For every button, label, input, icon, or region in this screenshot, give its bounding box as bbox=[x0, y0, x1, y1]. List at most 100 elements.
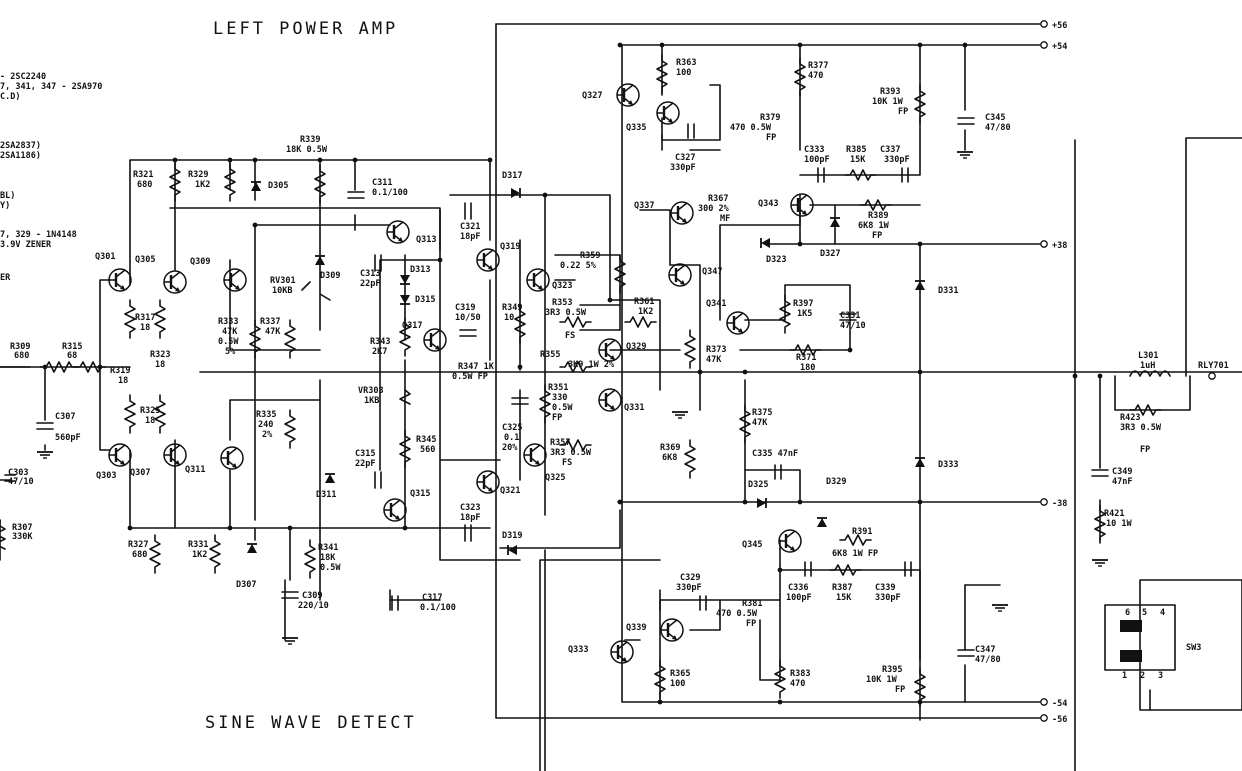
component-label: Q333 bbox=[568, 645, 588, 655]
component-label: Q317 bbox=[402, 321, 422, 331]
component-label: C319 bbox=[455, 303, 475, 313]
component-label: 100pF bbox=[804, 155, 830, 165]
component-label: R359 bbox=[580, 251, 600, 261]
component-label: 240 bbox=[258, 420, 273, 430]
component-label: D315 bbox=[415, 295, 435, 305]
title-left-power-amp: LEFT POWER AMP bbox=[213, 19, 398, 39]
note: 7, 329 - 1N4148 bbox=[0, 230, 77, 240]
component-label: C309 bbox=[302, 591, 322, 601]
component-label: R373 bbox=[706, 345, 726, 355]
title-sine-wave-detect: SINE WAVE DETECT bbox=[205, 713, 417, 733]
component-label: SW3 bbox=[1186, 643, 1201, 653]
component-label: 330pF bbox=[670, 163, 696, 173]
component-label: C315 bbox=[355, 449, 375, 459]
component-label: Q347 bbox=[702, 267, 722, 277]
component-label: R325 bbox=[140, 406, 160, 416]
note: BL) bbox=[0, 191, 15, 201]
component-label: R353 bbox=[552, 298, 572, 308]
component-label: R341 bbox=[318, 543, 338, 553]
resistors bbox=[0, 54, 1171, 707]
component-label: 1K2 bbox=[192, 550, 207, 560]
component-label: R321 bbox=[133, 170, 153, 180]
rail-label: +38 bbox=[1052, 241, 1067, 251]
component-label: FP bbox=[872, 231, 882, 241]
component-label: R347 1K bbox=[458, 362, 495, 372]
component-label: 2% bbox=[262, 430, 273, 440]
component-label: D309 bbox=[320, 271, 340, 281]
junction-dots bbox=[42, 42, 1103, 705]
component-label: MF bbox=[720, 214, 730, 224]
component-label: D325 bbox=[748, 480, 768, 490]
component-label: Q315 bbox=[410, 489, 430, 499]
component-label: C347 bbox=[975, 645, 995, 655]
component-label: R345 bbox=[416, 435, 436, 445]
component-label: D311 bbox=[316, 490, 336, 500]
component-label: D333 bbox=[938, 460, 958, 470]
component-label: R317 bbox=[135, 313, 155, 323]
component-label: RLY701 bbox=[1198, 361, 1229, 371]
note: ER bbox=[0, 273, 11, 283]
component-label: 220/10 bbox=[298, 601, 329, 611]
component-label: Q329 bbox=[626, 342, 646, 352]
component-label: C307 bbox=[55, 412, 75, 422]
component-label: C317 bbox=[422, 593, 442, 603]
component-label: R369 bbox=[660, 443, 680, 453]
rail-terminals bbox=[1040, 20, 1216, 722]
component-label: 0.1/100 bbox=[420, 603, 456, 613]
component-label: 10 1W bbox=[1106, 519, 1132, 529]
grounds bbox=[36, 151, 1109, 645]
component-label: R387 bbox=[832, 583, 852, 593]
component-label: 0.1 bbox=[504, 433, 519, 443]
component-label: 330 bbox=[552, 393, 567, 403]
switch-sw3 bbox=[1104, 604, 1176, 671]
component-label: 10K 1W bbox=[872, 97, 904, 107]
component-label: R349 bbox=[502, 303, 522, 313]
component-label: C331 bbox=[840, 311, 860, 321]
component-label: D319 bbox=[502, 531, 522, 541]
component-label: 10K 1W bbox=[866, 675, 898, 685]
component-label: 47/80 bbox=[975, 655, 1001, 665]
component-label: 18pF bbox=[460, 513, 480, 523]
component-label: 2 bbox=[1140, 671, 1145, 681]
component-label: 3R3 0.5W bbox=[1120, 423, 1162, 433]
component-label: 1KB bbox=[364, 396, 379, 406]
component-label: FP bbox=[552, 413, 562, 423]
component-label: Q335 bbox=[626, 123, 646, 133]
component-label: R423 bbox=[1120, 413, 1140, 423]
component-label: C321 bbox=[460, 222, 480, 232]
component-label: 10/50 bbox=[455, 313, 481, 323]
component-label: 680 bbox=[14, 351, 29, 361]
component-label: R421 bbox=[1104, 509, 1124, 519]
component-label: FS bbox=[565, 331, 575, 341]
component-label: 47K bbox=[706, 355, 722, 365]
component-label: Q337 bbox=[634, 201, 654, 211]
component-label: 3R3 0.5W bbox=[550, 448, 592, 458]
note: - 2SC2240 bbox=[0, 72, 46, 82]
component-label: Q319 bbox=[500, 242, 520, 252]
rail-label: +54 bbox=[1052, 42, 1067, 52]
component-label: 47/80 bbox=[985, 123, 1011, 133]
component-label: Q307 bbox=[130, 468, 150, 478]
notes: - 2SC2240 7, 341, 347 - 2SA970 C.D) 2SA2… bbox=[0, 72, 102, 283]
rail-label: +56 bbox=[1052, 21, 1067, 31]
component-label: 330pF bbox=[875, 593, 901, 603]
component-label: Q323 bbox=[552, 281, 572, 291]
component-label: 47/10 bbox=[840, 321, 866, 331]
component-label: 1 bbox=[1122, 671, 1127, 681]
component-label: D305 bbox=[268, 181, 288, 191]
component-label: R395 bbox=[882, 665, 902, 675]
component-label: R315 bbox=[62, 342, 82, 352]
component-label: 15K bbox=[850, 155, 866, 165]
component-label: R331 bbox=[188, 540, 208, 550]
component-label: R383 bbox=[790, 669, 810, 679]
component-label: 680 bbox=[132, 550, 147, 560]
component-label: 0.1/100 bbox=[372, 188, 408, 198]
component-label: 1K2 bbox=[195, 180, 210, 190]
component-label: C335 47nF bbox=[752, 449, 798, 459]
component-label: 470 0.5W bbox=[730, 123, 772, 133]
component-label: D327 bbox=[820, 249, 840, 259]
component-label: 560 bbox=[420, 445, 435, 455]
component-label: R319 bbox=[110, 366, 130, 376]
component-label: 0.5W bbox=[218, 337, 239, 347]
